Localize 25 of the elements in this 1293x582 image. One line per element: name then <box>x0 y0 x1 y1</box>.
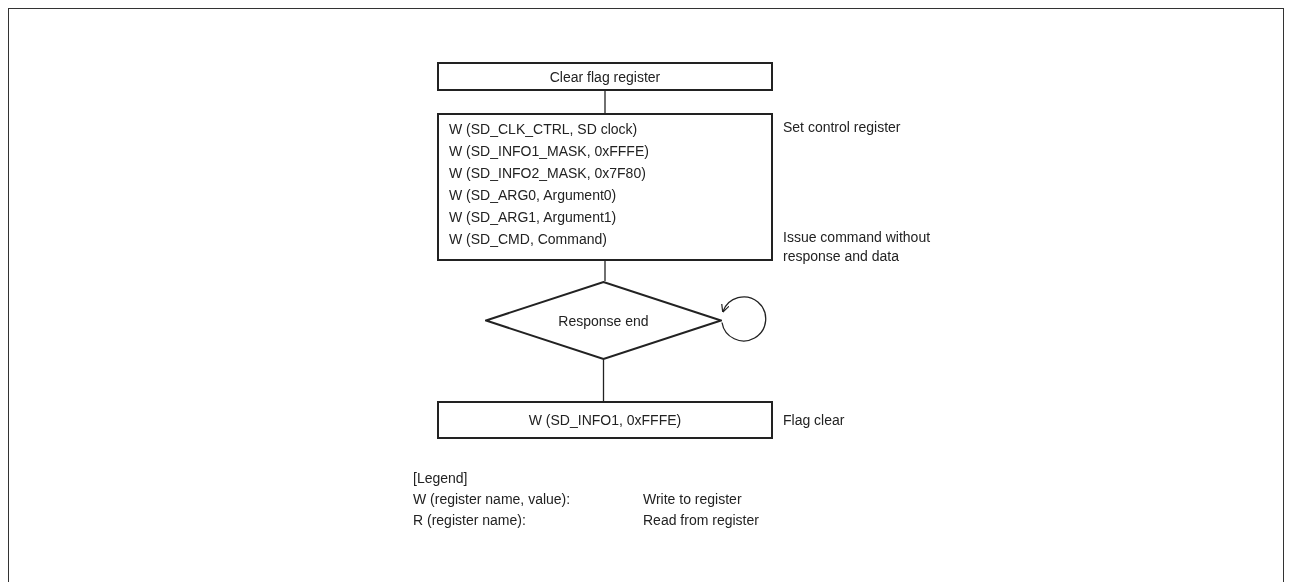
node-text: W (SD_CMD, Command) <box>449 230 607 249</box>
connector-line <box>602 359 605 402</box>
decision-diamond <box>485 281 722 360</box>
legend-text: R (register name): <box>413 511 526 529</box>
node-text: W (SD_ARG0, Argument0) <box>449 186 617 205</box>
connector-line <box>604 260 606 282</box>
legend-heading: [Legend] <box>413 469 468 487</box>
node-text: W (SD_INFO1, 0xFFFE) <box>528 411 682 430</box>
legend-text: Read from register <box>643 511 759 529</box>
process-box <box>437 113 773 261</box>
loop-arrow <box>721 296 767 342</box>
annotation-text: Set control register <box>783 118 902 137</box>
legend-text: W (register name, value): <box>413 490 571 508</box>
node-text: W (SD_CLK_CTRL, SD clock) <box>449 120 638 139</box>
node-text: Response end <box>558 311 649 331</box>
process-box <box>437 62 773 91</box>
node-text: W (SD_INFO1_MASK, 0xFFFE) <box>449 142 649 161</box>
node-text: Clear flag register <box>549 67 661 87</box>
process-box <box>437 401 773 439</box>
connector-line <box>604 90 606 114</box>
legend-text: Write to register <box>643 490 742 508</box>
node-text: W (SD_INFO2_MASK, 0x7F80) <box>449 164 646 183</box>
annotation-text: Issue command without response and data <box>783 228 932 266</box>
annotation-text: Flag clear <box>783 411 846 430</box>
node-text: W (SD_ARG1, Argument1) <box>449 208 617 227</box>
